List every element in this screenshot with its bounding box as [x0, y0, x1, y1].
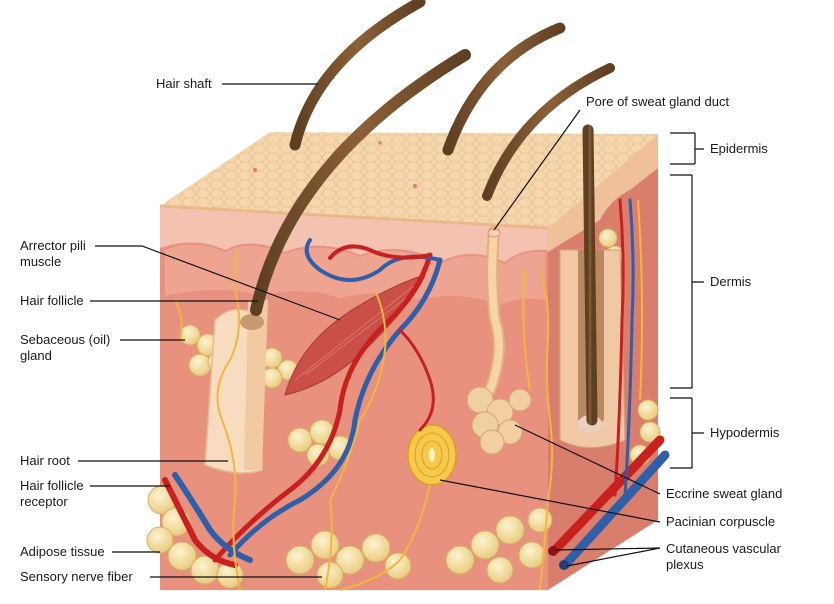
leader-lines [78, 83, 704, 578]
label-adipose-tissue: Adipose tissue [20, 544, 105, 559]
hair-follicle [204, 300, 268, 474]
hair-shafts [250, 0, 615, 426]
label-arrector-pili-muscle: Arrector pili muscle [20, 238, 86, 269]
label-hair-shaft: Hair shaft [156, 76, 212, 91]
label-hair-follicle: Hair follicle [20, 293, 84, 308]
label-pore-of-sweat-gland-duct: Pore of sweat gland duct [586, 94, 730, 109]
label-eccrine-sweat-gland: Eccrine sweat gland [666, 486, 783, 501]
blood-vessels [162, 198, 670, 570]
label-pacinian-corpuscle: Pacinian corpuscle [666, 514, 776, 529]
label-dermis: Dermis [710, 274, 752, 289]
label-epidermis: Epidermis [710, 141, 768, 156]
epidermis-side-strip [548, 134, 658, 252]
label-hair-root: Hair root [20, 453, 70, 468]
label-hair-follicle-receptor: Hair follicle receptor [20, 478, 84, 509]
eccrine-sweat-gland [466, 226, 532, 455]
label-cutaneous-vascular-plexus: Cutaneous vascular plexus [666, 541, 781, 572]
sensory-nerve-fibers [174, 199, 644, 591]
pacinian-corpuscle [407, 424, 457, 486]
label-sebaceous-gland: Sebaceous (oil) gland [20, 332, 111, 363]
label-hypodermis: Hypodermis [710, 425, 780, 440]
epidermis-front-strip [160, 206, 548, 262]
label-sensory-nerve-fiber: Sensory nerve fiber [20, 569, 133, 584]
